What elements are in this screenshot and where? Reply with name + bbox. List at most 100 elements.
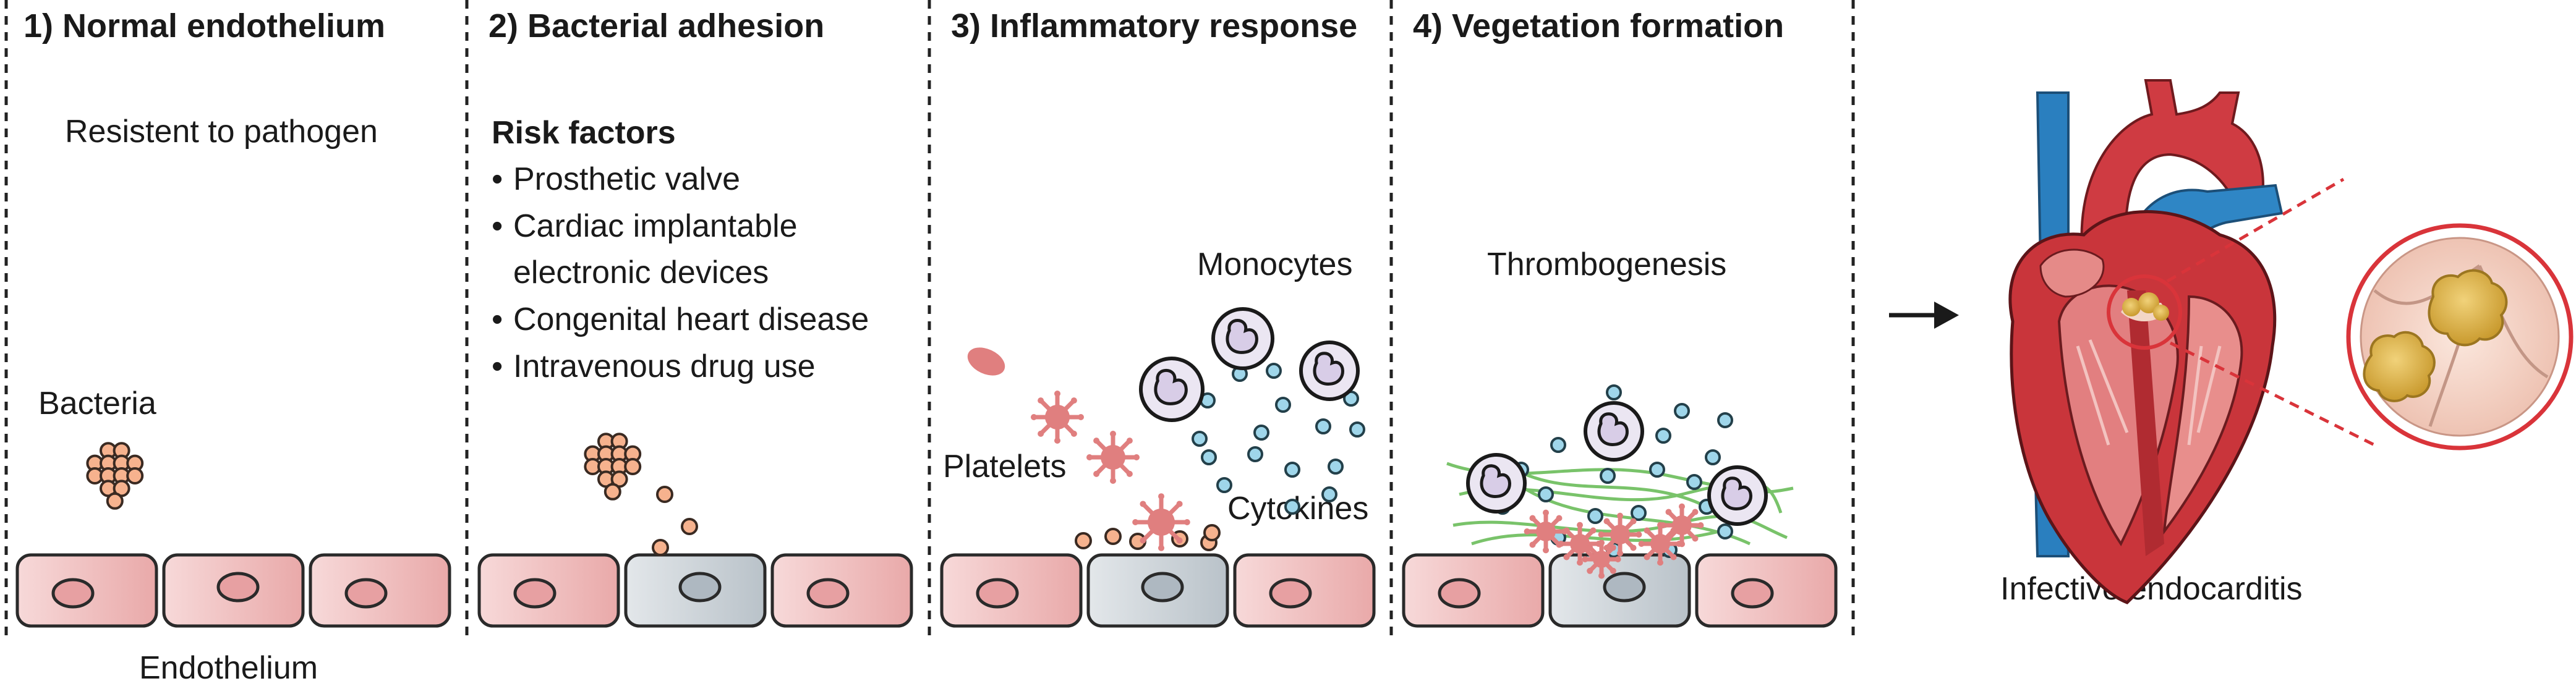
zoomed-valve-icon [2346,223,2574,450]
cell-nucleus [51,578,95,609]
cytokine [1247,446,1263,462]
platelet-tip [1176,537,1183,544]
platelet-tip [1617,550,1623,557]
platelet-tip [1665,509,1672,515]
cytokine [1275,397,1291,413]
platelet-body [1610,525,1630,544]
platelet-tip [1078,414,1084,420]
bacterium [1104,528,1122,545]
platelet [1660,503,1704,548]
platelet-tip [1598,539,1605,546]
bacterium [681,518,698,535]
monocyte-nucleus [1313,352,1344,386]
platelet-tip [1598,572,1605,579]
cytokine [1349,421,1365,438]
panel-2-title: 2) Bacterial adhesion [488,7,824,44]
platelet-tip [1603,518,1610,525]
cytokine [1631,505,1647,521]
cytokine [1201,449,1217,465]
platelet-body [1593,551,1610,568]
platelet-tip [1679,541,1685,548]
monocyte-nucleus [1721,476,1752,510]
cell-nucleus [1438,578,1481,609]
platelet-tip [1657,559,1663,566]
platelet-tip [1638,541,1645,547]
platelet-body [1148,509,1175,536]
platelet-tip [1636,531,1642,538]
platelet-tip [1630,518,1637,525]
monocyte [1299,340,1360,401]
platelet-tip [1133,454,1140,460]
risk-item-congenital-heart-disease: Congenital heart disease [513,302,869,337]
platelet-tip [1590,527,1597,534]
platelet-tip [1054,391,1060,397]
platelet-tip [1563,554,1570,560]
platelet-tip [1529,541,1536,548]
platelet-tip [1617,512,1623,519]
monocyte-nucleus [1597,412,1629,446]
valve-vegetation-icon [2107,274,2182,350]
risk-item-electronic-devices: electronic devices [513,255,769,290]
platelets-label: Platelets [943,449,1066,484]
cell-nucleus [513,578,557,609]
monocyte [1707,465,1768,526]
platelet-tip [1132,519,1139,525]
risk-bullet-1: • [492,161,503,197]
monocyte-nucleus [1154,368,1188,405]
platelet-tip [1660,522,1666,528]
panel-4-title: 4) Vegetation formation [1413,7,1784,44]
platelet-tip [1543,509,1549,516]
cytokine [1600,468,1616,484]
platelet-tip [1158,544,1164,551]
platelet-tip [1093,470,1100,477]
aorta-icon [2080,79,2265,268]
septum-icon [2127,290,2164,556]
thrombogenesis-label: Thrombogenesis [1487,247,1726,282]
monocytes [1139,307,1768,526]
monocyte [1139,357,1205,422]
cell-nucleus [216,572,260,603]
platelet-tip [1524,528,1530,535]
risk-factors-heading: Risk factors [492,115,676,151]
platelet-tip [1692,535,1699,542]
platelet-body [1650,534,1670,554]
platelet-tip [1610,544,1616,551]
endothelium-label: Endothelium [139,650,318,681]
risk-bullet-3: • [492,302,503,337]
platelet-tip [1031,414,1037,420]
risk-bullet-4: • [492,349,503,384]
platelet-tip [1610,567,1616,574]
bacterium [126,467,144,484]
platelet-tip [1598,531,1605,538]
platelet-body [1101,445,1125,470]
platelet-tip [1158,493,1164,500]
platelet-body [1672,515,1692,535]
bacteria-groups [86,433,1221,556]
cell-nucleus [1603,572,1646,603]
cytokine [1686,474,1702,490]
cytokine [1284,462,1300,478]
platelet-tip [1558,541,1564,547]
cytokine [1717,412,1733,428]
platelet-tip [1577,522,1583,528]
platelet-tip [1630,544,1637,551]
platelet-tip [1644,554,1650,560]
risk-bullet-2: • [492,208,503,244]
panel-separators [4,0,1855,640]
panel-1-subtitle: Resistent to pathogen [65,114,378,150]
platelet [1582,539,1621,579]
vegetation-large-icon [2363,269,2508,402]
platelet-tip [1644,527,1650,534]
platelet-body [1536,522,1556,541]
cell-nucleus [806,578,850,609]
risk-item-prosthetic-valve: Prosthetic valve [513,161,740,197]
platelet-tip [1176,501,1183,507]
monocyte-nucleus [1480,464,1511,498]
cytokine [1321,486,1337,502]
platelet [1598,512,1642,557]
cytokine [1315,418,1331,434]
cytokine [1649,462,1665,478]
platelet-body [1570,534,1590,554]
platelet [1031,391,1084,444]
cytokine [1538,486,1554,502]
